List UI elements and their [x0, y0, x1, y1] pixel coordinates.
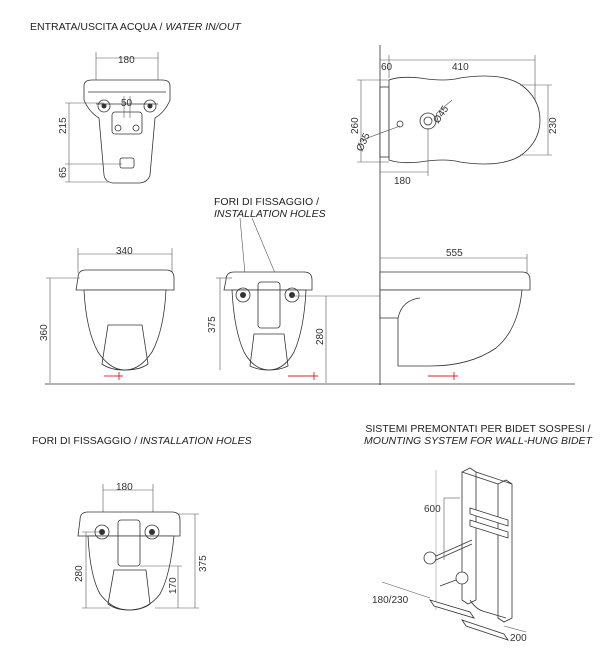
dim-180-bottom: 180	[116, 482, 133, 493]
holes-front-view	[77, 484, 199, 611]
dim-170: 170	[168, 577, 179, 594]
ref-mark-side	[428, 372, 458, 380]
dim-180-230: 180/230	[372, 595, 409, 606]
dim-50: 50	[121, 98, 133, 109]
dim-410: 410	[452, 62, 469, 73]
mounting-system-title-en: MOUNTING SYSTEM FOR WALL-HUNG BIDET	[364, 435, 592, 447]
dim-200: 200	[510, 633, 527, 644]
installation-holes-callout-en: INSTALLATION HOLES	[214, 208, 326, 220]
dim-600: 600	[424, 504, 441, 515]
dim-230: 230	[548, 117, 559, 134]
installation-holes-title-it: FORI DI FISSAGGIO /	[32, 435, 138, 447]
side-view	[379, 254, 531, 380]
dim-260: 260	[350, 117, 361, 134]
water-inout-title: ENTRATA/USCITA ACQUA / WATER IN/OUT	[30, 21, 241, 33]
mounting-system-title: SISTEMI PREMONTATI PER BIDET SOSPESI / M…	[358, 423, 598, 447]
dim-65: 65	[58, 166, 69, 178]
water-inout-title-en: WATER IN/OUT	[165, 21, 241, 33]
dim-180-top: 180	[118, 55, 135, 66]
dim-280-mid: 280	[315, 328, 326, 345]
dim-180-plan: 180	[394, 176, 411, 187]
dim-340: 340	[116, 246, 133, 257]
installation-holes-callout: FORI DI FISSAGGIO / INSTALLATION HOLES	[214, 196, 326, 220]
dim-280-bottom: 280	[74, 565, 85, 582]
installation-holes-callout-it: FORI DI FISSAGGIO /	[214, 196, 320, 208]
rear-view-water	[65, 52, 171, 184]
dim-215: 215	[58, 117, 69, 134]
installation-holes-title-en: INSTALLATION HOLES	[139, 435, 252, 447]
mounting-system-title-it: SISTEMI PREMONTATI PER BIDET SOSPESI /	[365, 423, 591, 435]
plan-view	[357, 45, 552, 385]
dim-375-mid: 375	[207, 316, 218, 333]
water-inout-title-it: ENTRATA/USCITA ACQUA /	[30, 21, 163, 33]
front-view	[46, 248, 175, 383]
installation-holes-view	[216, 217, 380, 383]
mounting-frame	[381, 467, 527, 641]
dim-60: 60	[381, 62, 393, 73]
installation-holes-title: FORI DI FISSAGGIO / INSTALLATION HOLES	[32, 435, 252, 447]
dim-555: 555	[446, 248, 463, 259]
dim-360: 360	[39, 324, 50, 341]
ref-mark-holes	[288, 372, 318, 380]
dim-375-bottom: 375	[198, 555, 209, 572]
